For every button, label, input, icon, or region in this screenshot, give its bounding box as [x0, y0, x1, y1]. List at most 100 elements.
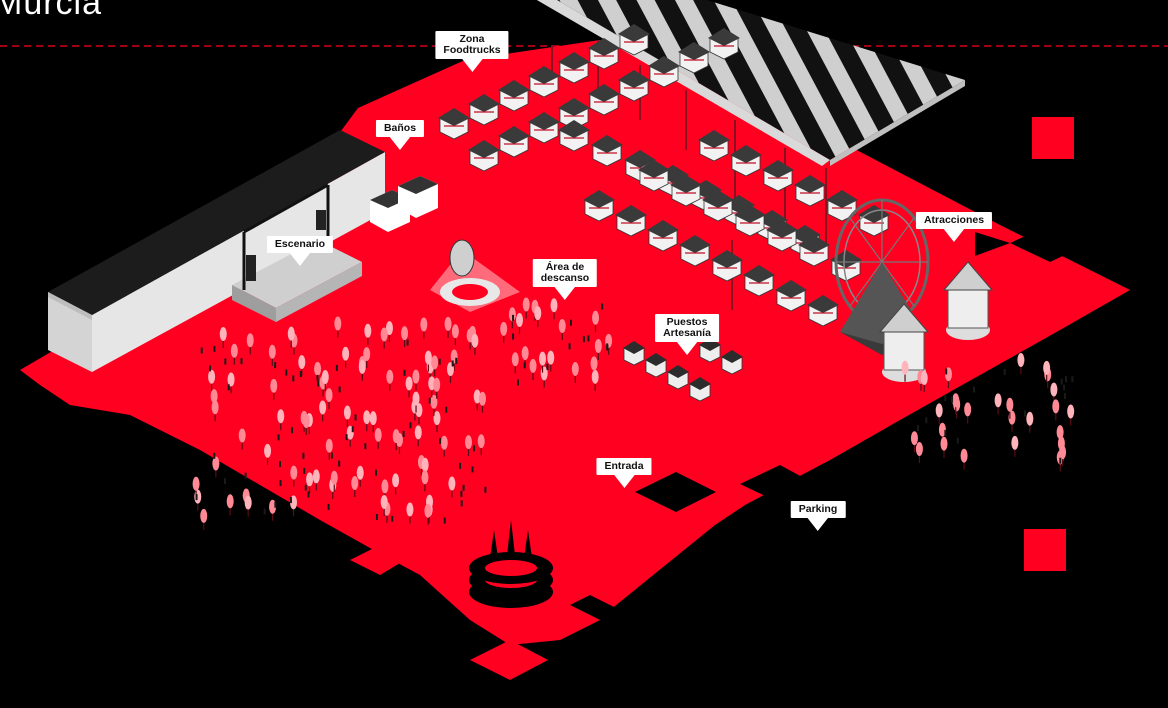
tree-icon — [424, 350, 432, 372]
person-figure — [1071, 376, 1074, 383]
label-atracciones[interactable]: Atracciones — [915, 212, 993, 242]
tree-icon — [312, 469, 320, 491]
tree-icon — [935, 403, 943, 425]
person-figure — [472, 445, 475, 452]
tree-icon — [386, 369, 394, 391]
person-figure — [944, 429, 947, 436]
food-stall-icon — [438, 108, 470, 140]
tree-icon — [448, 476, 456, 498]
person-figure — [406, 339, 409, 346]
person-figure — [277, 434, 280, 441]
tree-icon — [1043, 360, 1051, 382]
person-figure — [338, 386, 341, 393]
person-figure — [1003, 368, 1006, 375]
label-entrada[interactable]: Entrada — [596, 458, 652, 488]
tree-icon — [571, 361, 579, 383]
person-figure — [290, 427, 293, 434]
person-figure — [302, 452, 305, 459]
tree-icon — [380, 494, 388, 516]
person-figure — [335, 364, 338, 371]
tree-icon — [334, 316, 342, 338]
person-figure — [224, 477, 227, 484]
person-figure — [374, 469, 377, 476]
tree-icon — [238, 428, 246, 450]
bathroom-huts — [370, 176, 438, 232]
label-text: Zona Foodtrucks — [435, 31, 509, 59]
pin-pointer-icon — [675, 341, 698, 355]
entrance-tile — [470, 640, 548, 680]
label-banos[interactable]: Baños — [375, 120, 425, 150]
tree-icon — [319, 400, 327, 422]
tree-icon — [952, 393, 960, 415]
tree-icon — [433, 377, 441, 399]
food-stall-icon — [583, 190, 615, 222]
food-stall-icon — [826, 190, 858, 222]
label-puestos-artesania[interactable]: Puestos Artesanía — [655, 314, 719, 355]
tree-icon — [358, 359, 366, 381]
tree-icon — [385, 321, 393, 343]
person-figure — [1060, 378, 1063, 385]
tree-icon — [290, 465, 298, 487]
tree-icon — [1017, 353, 1025, 375]
tree-icon — [1067, 404, 1075, 426]
person-figure — [925, 417, 928, 424]
food-stall-icon — [618, 70, 650, 102]
food-stall-icon — [679, 235, 711, 267]
person-figure — [285, 369, 288, 376]
label-zona-foodtrucks[interactable]: Zona Foodtrucks — [435, 31, 509, 72]
food-stall-icon — [558, 98, 590, 130]
person-figure — [484, 486, 487, 493]
tree-icon — [1006, 397, 1014, 419]
food-stall-icon — [615, 205, 647, 237]
pin-pointer-icon — [942, 228, 965, 242]
tree-icon — [244, 495, 252, 517]
tree-icon — [901, 360, 909, 382]
artisan-stalls — [623, 338, 743, 402]
label-area-descanso[interactable]: Área de descanso — [532, 259, 598, 300]
tree-icon — [547, 350, 555, 372]
tree-icon — [440, 435, 448, 457]
tree-icon — [269, 499, 277, 521]
person-figure — [428, 397, 431, 404]
label-escenario[interactable]: Escenario — [266, 236, 334, 266]
person-figure — [338, 460, 341, 467]
person-figure — [956, 437, 959, 444]
food-stall-icon — [591, 135, 623, 167]
tree-icon — [994, 393, 1002, 415]
pin-pointer-icon — [613, 474, 635, 488]
tree-icon — [230, 343, 238, 365]
tree-icon — [1052, 399, 1060, 421]
tree-icon — [431, 355, 439, 377]
artisan-stall-icon — [623, 341, 645, 366]
food-stall-icon — [762, 160, 794, 192]
label-text: Parking — [790, 501, 846, 518]
food-stall-icon — [698, 130, 730, 162]
tree-icon — [1011, 435, 1019, 457]
person-figure — [512, 333, 515, 340]
label-parking[interactable]: Parking — [790, 501, 846, 531]
tree-icon — [1026, 411, 1034, 433]
stage-building — [48, 130, 385, 372]
person-figure — [213, 452, 216, 459]
tree-icon — [325, 438, 333, 460]
tree-icon — [194, 489, 202, 511]
tree-icon — [321, 370, 329, 392]
person-figure — [460, 500, 463, 507]
person-figure — [439, 437, 442, 444]
food-stall-icon — [468, 94, 500, 126]
person-figure — [438, 358, 441, 365]
tree-icon — [226, 494, 234, 516]
tree-icon — [539, 351, 547, 373]
tree-icon — [330, 470, 338, 492]
food-stall-icon — [702, 190, 734, 222]
tree-icon — [363, 410, 371, 432]
tree-icon — [401, 326, 409, 348]
food-stall-icon — [498, 80, 530, 112]
person-figure — [1063, 384, 1066, 391]
tree-icon — [964, 402, 972, 424]
tree-icon — [343, 405, 351, 427]
food-stall-icon — [708, 28, 740, 60]
tree-icon — [592, 310, 600, 332]
food-stall-icon — [498, 126, 530, 158]
person-figure — [455, 357, 458, 364]
